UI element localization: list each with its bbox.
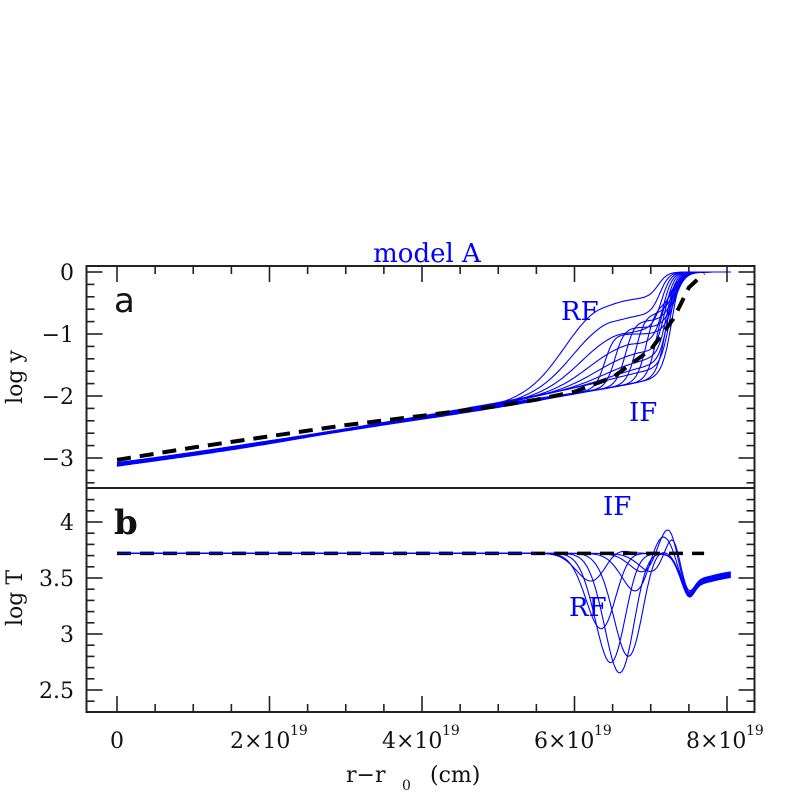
series-line [116,271,731,464]
series-line [117,552,731,664]
annotations: RF IF IF RF [561,297,657,623]
xlabel-main: r−r [346,763,386,788]
panel-a-curves [116,271,731,467]
xtick-exponent: 19 [442,723,460,739]
xtick-exponent: 19 [746,723,764,739]
xlabel-subscript: 0 [402,778,411,794]
panel-b-yticks: 4 3.5 3 2.5 [39,511,74,704]
panel-a-yticks: 0 −1 −2 −3 [42,261,74,472]
annotation-if-a: IF [629,398,657,428]
series-line [116,271,731,464]
xtick-mantissa: 6×10 [534,729,594,754]
axis-ticks [86,266,755,712]
series-line [116,271,731,467]
xtick-mantissa: 2×10 [230,729,290,754]
series-line [116,271,731,467]
annotation-if-b: IF [603,492,631,522]
ytick-label: 3 [60,623,74,648]
xtick-exponent: 19 [290,723,308,739]
ytick-label: 4 [60,511,74,536]
series-line [116,271,731,467]
ylabel-a: log y [3,350,28,404]
panel-b-label: b [114,503,138,543]
panel-a-label: a [114,281,135,321]
ytick-label: 0 [60,261,74,286]
xtick-labels: 0 2×10 19 4×10 19 6×10 19 8×10 19 [110,723,764,754]
xtick-label-2e19: 2×10 19 [230,723,308,754]
series-line [116,271,731,467]
dashed-series [116,271,706,462]
series-line [117,550,731,598]
xtick-exponent: 19 [594,723,612,739]
xlabel: r−r 0 (cm) [346,763,480,794]
xtick-mantissa: 8×10 [686,729,746,754]
series-line [117,539,731,592]
xtick-mantissa: 4×10 [382,729,442,754]
ytick-label: 2.5 [39,679,74,704]
xtick-label: 0 [110,729,124,754]
series-line [116,271,731,467]
annotation-rf-a: RF [561,297,599,327]
series-line [116,271,731,467]
panel-b-curves [117,529,731,674]
ytick-label: −1 [42,323,74,348]
panel-b-frame [85,487,756,713]
xlabel-unit: (cm) [430,763,480,788]
xtick-label-6e19: 6×10 19 [534,723,612,754]
ylabel-b: log T [3,570,28,626]
series-line [116,271,731,467]
series-line [116,271,731,467]
ytick-label: −3 [42,447,74,472]
xtick-label-4e19: 4×10 19 [382,723,460,754]
series-line [117,529,731,593]
xtick-label-8e19: 8×10 19 [686,723,764,754]
series-line [117,552,731,658]
ytick-label: 3.5 [39,567,74,592]
annotation-rf-b: RF [569,593,607,623]
ytick-label: −2 [42,385,74,410]
chart-title: model A [373,239,482,269]
